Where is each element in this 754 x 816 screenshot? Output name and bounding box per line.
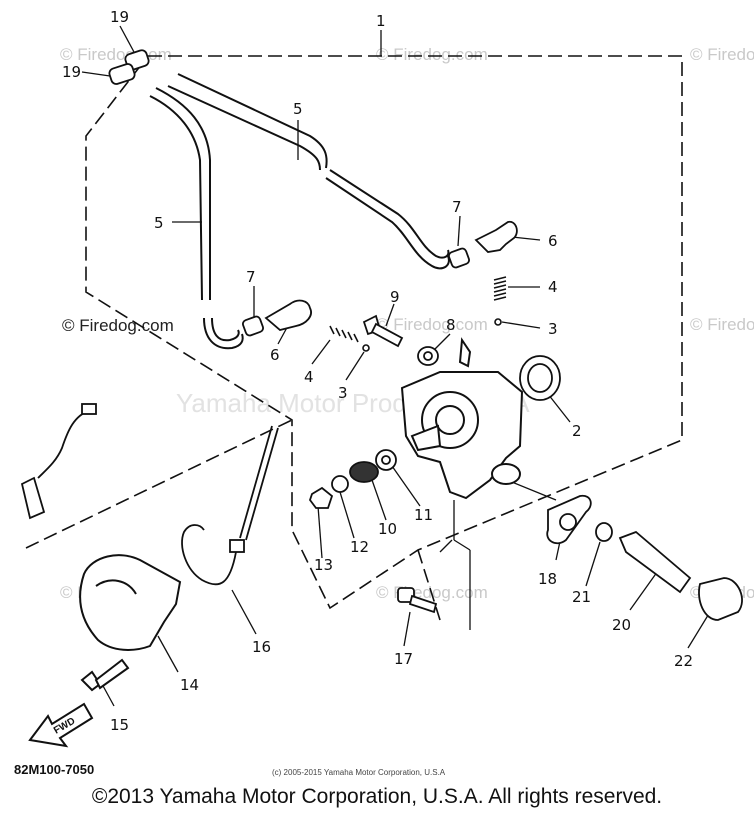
callout-numbers: 19 19 1 5 5 7 7 6 6 4 4 3 3 9 8 2 11 10 … xyxy=(62,8,693,734)
callout-19: 19 xyxy=(110,8,129,26)
part-code: 82M100-7050 xyxy=(14,762,95,777)
callout-3: 3 xyxy=(338,384,348,402)
callout-10: 10 xyxy=(378,520,397,538)
callout-5: 5 xyxy=(154,214,164,232)
callout-13: 13 xyxy=(314,556,333,574)
callout-2: 2 xyxy=(572,422,582,440)
callout-21: 21 xyxy=(572,588,591,606)
callout-3: 3 xyxy=(548,320,558,338)
callout-5: 5 xyxy=(293,100,303,118)
cable-16 xyxy=(20,403,279,586)
callout-18: 18 xyxy=(538,570,557,588)
watermark-text: © Firedog.com xyxy=(690,45,754,64)
callout-19: 19 xyxy=(62,63,81,81)
cap-19 xyxy=(108,49,150,85)
callout-4: 4 xyxy=(548,278,558,296)
callout-16: 16 xyxy=(252,638,271,656)
cover-14 xyxy=(79,554,182,692)
watermark-text: © Firedog.com xyxy=(376,45,488,64)
callout-20: 20 xyxy=(612,616,631,634)
callout-9: 9 xyxy=(390,288,400,306)
callout-15: 15 xyxy=(110,716,129,734)
callout-6: 6 xyxy=(270,346,280,364)
callout-12: 12 xyxy=(350,538,369,556)
pump-body xyxy=(400,337,524,500)
callout-7: 7 xyxy=(246,268,256,286)
springs-balls xyxy=(329,276,507,352)
watermark-text: © Firedog.com xyxy=(60,45,172,64)
callout-6: 6 xyxy=(548,232,558,250)
watermark-text: © Firedog.com xyxy=(376,315,488,334)
bolts-seals xyxy=(362,314,561,401)
watermark-text-dark: © Firedog.com xyxy=(62,316,174,335)
callout-4: 4 xyxy=(304,368,314,386)
copyright-notice: ©2013 Yamaha Motor Corporation, U.S.A. A… xyxy=(91,785,663,808)
assembly-outline xyxy=(25,55,683,621)
callout-14: 14 xyxy=(180,676,199,694)
watermark-text: © Firedog.com xyxy=(690,315,754,334)
fwd-arrow-icon: FWD xyxy=(28,702,94,748)
bolt-17 xyxy=(397,587,438,614)
callout-7: 7 xyxy=(452,198,462,216)
shaft-assembly xyxy=(546,494,743,621)
fittings xyxy=(242,220,518,337)
callout-8: 8 xyxy=(446,316,456,334)
small-copyright: (c) 2005-2015 Yamaha Motor Corporation, … xyxy=(272,768,446,777)
callout-17: 17 xyxy=(394,650,413,668)
callout-22: 22 xyxy=(674,652,693,670)
hose-5 xyxy=(149,73,450,350)
drive-parts xyxy=(308,449,397,509)
watermarks: © Firedog.com © Firedog.com © Firedog.co… xyxy=(60,45,754,602)
callout-11: 11 xyxy=(414,506,433,524)
callout-1: 1 xyxy=(376,12,386,30)
